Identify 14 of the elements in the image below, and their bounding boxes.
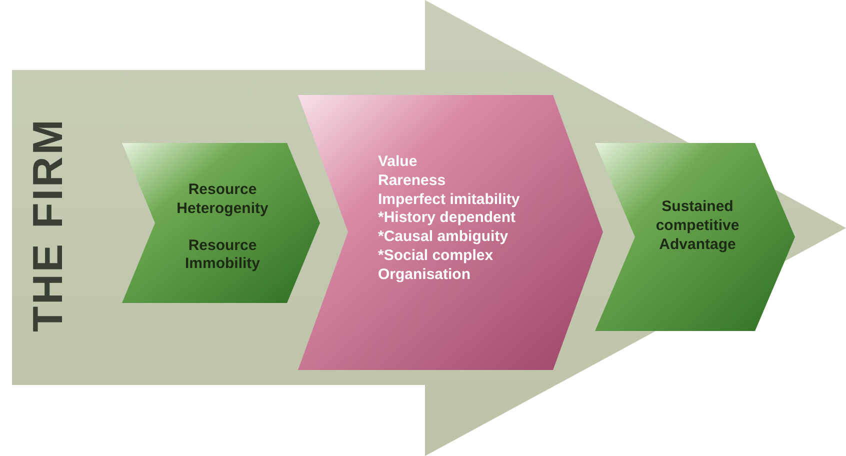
node-label: *Causal ambiguity xyxy=(378,228,510,247)
big-arrow-shape xyxy=(12,0,846,456)
node-label: Resource Heterogenity xyxy=(176,181,270,218)
node-label: Imperfect imitability xyxy=(378,190,521,210)
node-label: *History dependent xyxy=(378,209,517,228)
node-label: Rareness xyxy=(378,172,447,190)
chevron-shape xyxy=(595,143,795,331)
node-label: *Social complex xyxy=(378,246,494,266)
node-label: Resource Immobility xyxy=(184,236,261,274)
node-label: Sustained competitive Advantage xyxy=(654,198,740,254)
node-label: Organisation xyxy=(378,266,472,284)
node-label: Value xyxy=(378,153,418,172)
chevron-shape xyxy=(122,143,320,303)
node-label: THE FIRM xyxy=(23,116,72,334)
